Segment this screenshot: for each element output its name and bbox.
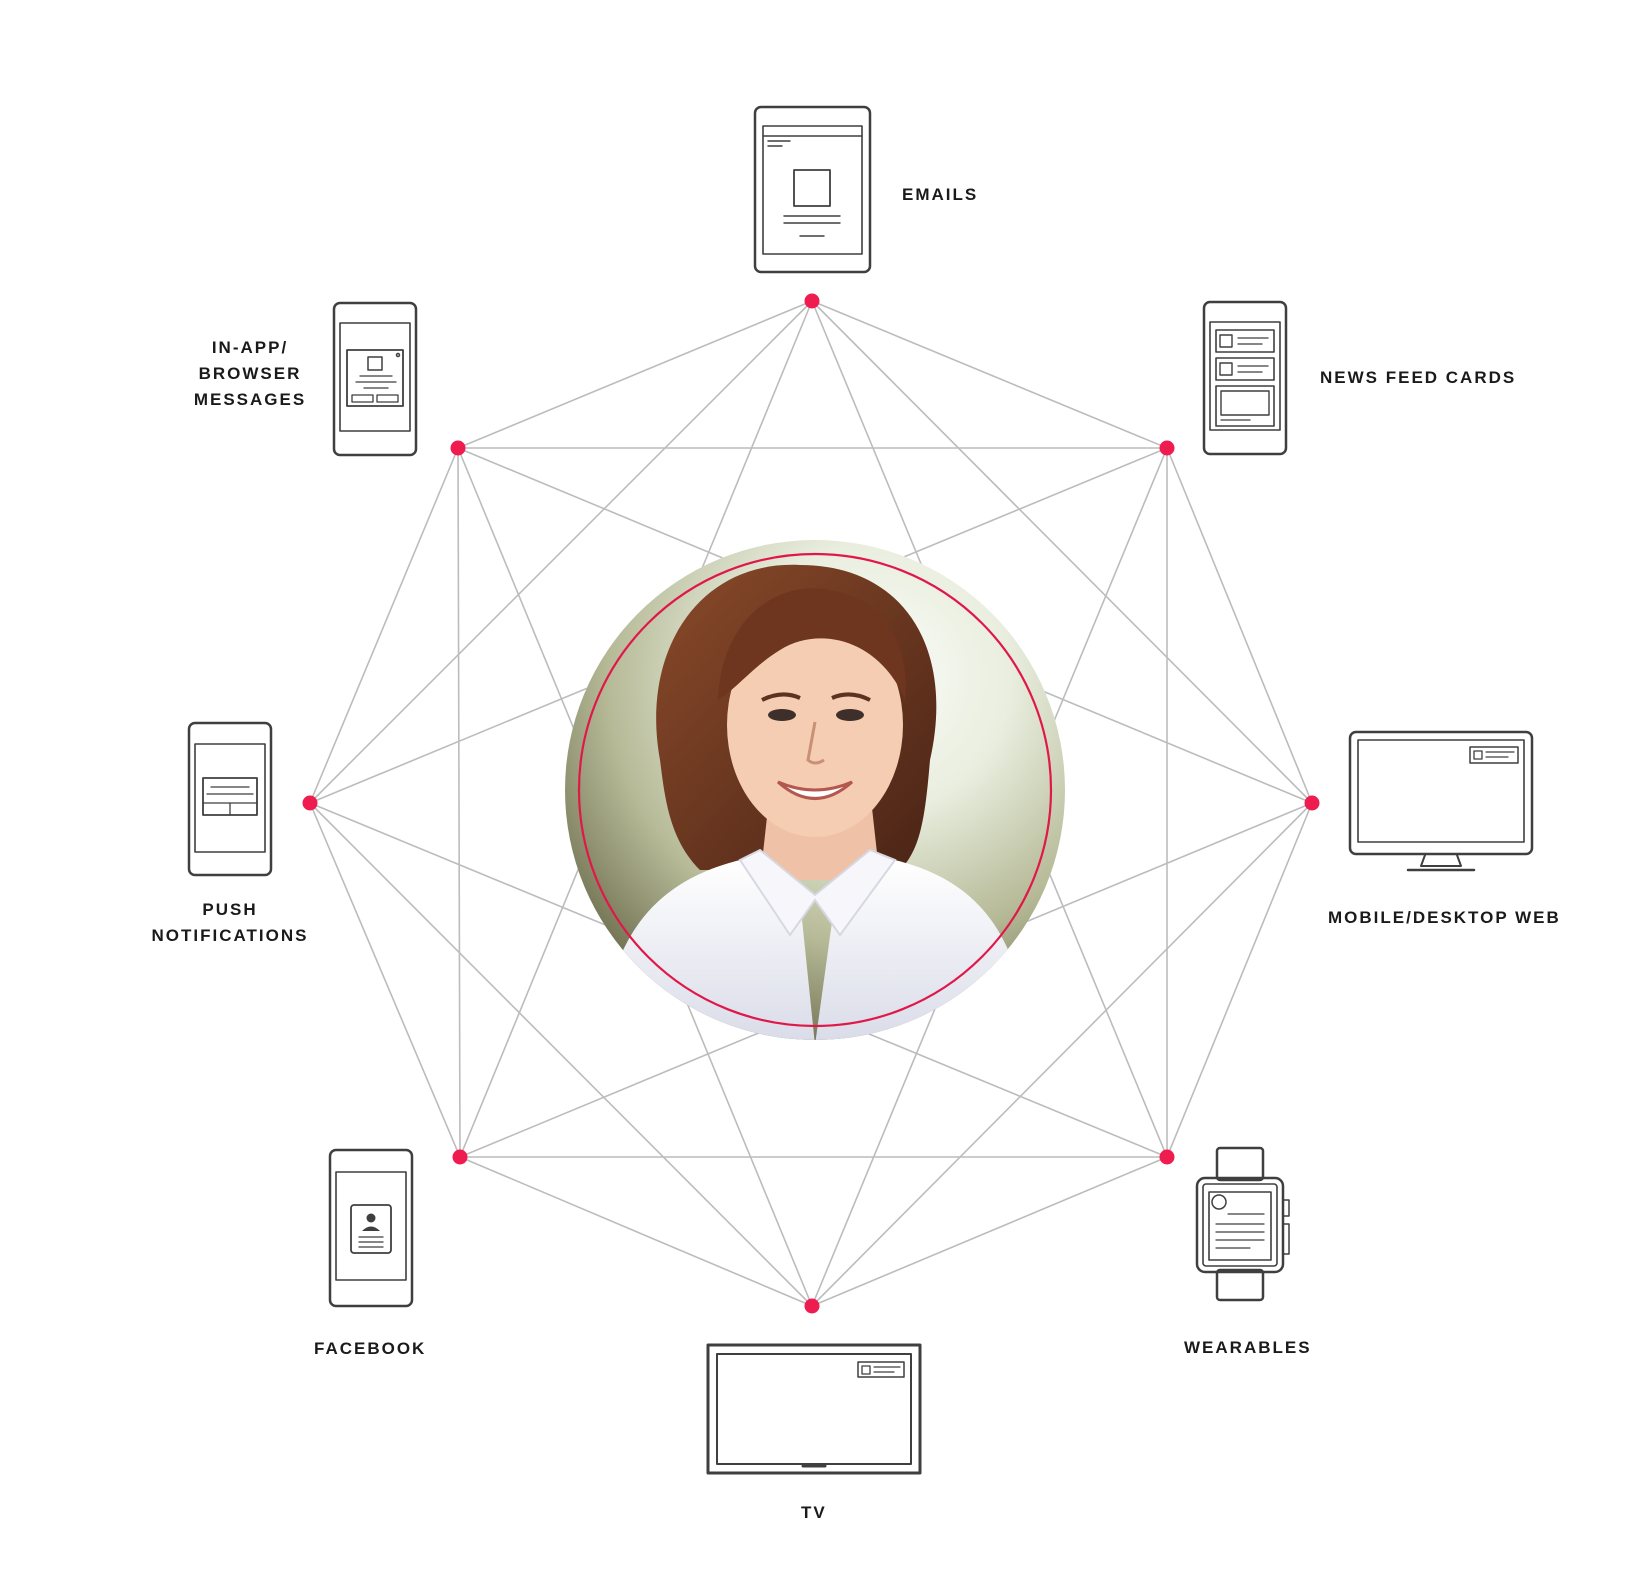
connection-line <box>457 447 461 1158</box>
connection-line <box>811 300 1313 804</box>
inapp-label: IN-APP/ BROWSER MESSAGES <box>180 335 320 413</box>
connection-line <box>459 1156 813 1307</box>
inapp-node <box>450 440 466 456</box>
web-node <box>1304 795 1320 811</box>
emails-node <box>804 293 820 309</box>
wearables-label: WEARABLES <box>1184 1338 1312 1357</box>
inapp-label-line: BROWSER <box>198 364 302 383</box>
connection-line <box>457 300 813 449</box>
inapp-label-line: MESSAGES <box>193 390 307 409</box>
smartwatch-icon <box>1195 1146 1290 1302</box>
facebook-node <box>452 1149 468 1165</box>
channel-nodes <box>302 293 1320 1314</box>
inapp-label-line: IN-APP/ <box>211 338 289 357</box>
tv-label: TV <box>801 1503 827 1522</box>
phone-profile-icon <box>328 1148 414 1308</box>
connection-line <box>1166 447 1313 804</box>
push-node <box>302 795 318 811</box>
desktop-monitor-icon <box>1348 730 1534 872</box>
connection-line <box>309 802 461 1158</box>
tv-screen-icon <box>706 1343 922 1475</box>
phone-modal-icon <box>332 301 418 457</box>
center-portrait <box>565 540 1065 1040</box>
web-label: MOBILE/DESKTOP WEB <box>1328 908 1561 927</box>
push-label-line: PUSH <box>202 900 258 919</box>
push-label: PUSH NOTIFICATIONS <box>150 897 310 949</box>
connection-line <box>1166 802 1313 1158</box>
tv-node <box>804 1298 820 1314</box>
news-feed-node <box>1159 440 1175 456</box>
phone-feed-cards-icon <box>1202 300 1288 456</box>
facebook-label: FACEBOOK <box>314 1339 427 1358</box>
connection-line <box>811 300 1168 449</box>
tablet-email-icon <box>753 105 872 274</box>
phone-push-icon <box>187 721 273 877</box>
connection-line <box>309 447 459 804</box>
portrait-ring <box>577 552 1053 1028</box>
connection-line <box>811 802 1313 1307</box>
news-feed-label: NEWS FEED CARDS <box>1320 368 1517 387</box>
connection-line <box>309 300 813 804</box>
wearables-node <box>1159 1149 1175 1165</box>
connection-line <box>309 802 813 1307</box>
push-label-line: NOTIFICATIONS <box>151 926 309 945</box>
connection-line <box>811 1156 1168 1307</box>
portrait-photo <box>565 540 1065 1040</box>
emails-label: EMAILS <box>902 185 979 204</box>
